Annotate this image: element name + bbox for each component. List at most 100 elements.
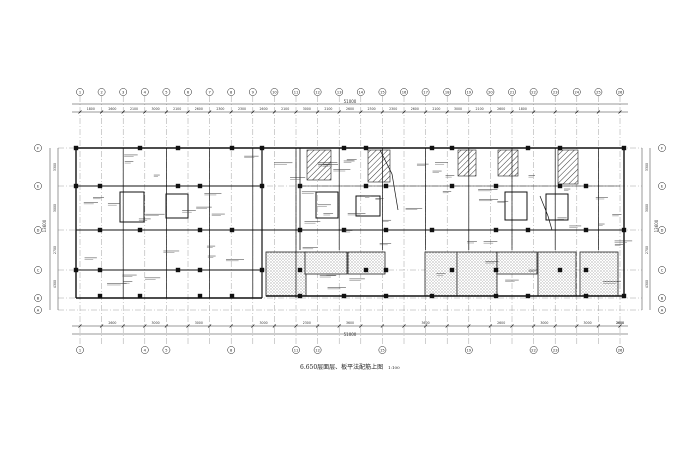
column: [197, 293, 203, 299]
grid-bubble-top: [270, 88, 279, 96]
grid-bubble-left-text: D: [37, 228, 40, 232]
grid-bubble-left-text: E: [37, 184, 40, 188]
dimension-tick: [359, 324, 363, 328]
grid-bubble-top: [292, 88, 300, 96]
column: [493, 183, 499, 189]
grid-bubble-top-text: 24: [575, 90, 580, 94]
dimension-text-top: 2100: [130, 107, 138, 111]
total-dimension-bottom: 51000: [344, 332, 357, 337]
grid-bubble-top-text: 8: [230, 90, 233, 94]
grid-bubble-bottom-text: 23: [553, 348, 558, 352]
column: [525, 145, 531, 151]
column: [229, 145, 235, 151]
grid-bubble-top: [76, 88, 84, 96]
dimension-tick: [294, 324, 298, 328]
dimension-text-bottom: 3000: [152, 321, 160, 325]
column: [449, 183, 455, 189]
column: [493, 293, 499, 299]
dimension-tick: [618, 110, 622, 114]
dimension-tick: [359, 110, 363, 114]
dimension-tick: [510, 110, 514, 114]
dimension-tick: [229, 110, 233, 114]
grid-bubble-top: [616, 88, 624, 96]
grid-bubble-bottom: [292, 346, 300, 354]
dimension-text-bottom: 2600: [616, 321, 624, 325]
dimension-text-top: 2300: [389, 107, 397, 111]
grid-bubble-top: [594, 88, 603, 96]
dimension-text-bottom: 3000: [260, 321, 268, 325]
grid-bubble-top: [572, 88, 581, 96]
dimension-tick: [121, 324, 125, 328]
stair-opening: [504, 191, 528, 221]
grid-bubble-top: [335, 88, 344, 96]
column: [429, 145, 435, 151]
grid-bubble-bottom: [162, 346, 171, 354]
grid-bubble-top-text: 9: [252, 90, 255, 94]
column: [97, 183, 103, 189]
grid-bubble-top: [248, 88, 257, 96]
dimension-text-bottom: 3000: [616, 321, 624, 325]
caption-title: 6.650层面层、板平法配筋上图: [300, 364, 384, 371]
dimension-text-bottom: 3000: [540, 321, 548, 325]
dimension-tick: [186, 324, 190, 328]
grid-bubble-bottom-text: 22: [531, 348, 536, 352]
dimension-tick: [229, 324, 233, 328]
column: [229, 227, 235, 233]
column: [557, 267, 563, 273]
dimension-tick: [143, 110, 147, 114]
grid-bubble-top-text: 13: [337, 90, 342, 94]
grid-bubble-bottom-text: 26: [618, 348, 623, 352]
column: [197, 227, 203, 233]
grid-bubble-top-text: 23: [553, 90, 558, 94]
grid-bubble-top-text: 6: [187, 90, 190, 94]
dimension-text-bottom: 2300: [303, 321, 311, 325]
dimension-tick: [575, 110, 579, 114]
column: [557, 183, 563, 189]
dimension-text-top: 2600: [195, 107, 203, 111]
dimension-text-top: 2600: [260, 107, 268, 111]
dimension-text-top: 2100: [476, 107, 484, 111]
column: [429, 227, 435, 233]
column: [97, 267, 103, 273]
grid-bubble-top: [313, 88, 322, 96]
grid-bubble-bottom: [313, 346, 322, 354]
grid-bubble-bottom-text: 5: [165, 348, 167, 352]
dimension-tick: [445, 324, 449, 328]
grid-bubble-bottom: [616, 346, 624, 354]
dimension-tick: [251, 324, 255, 328]
grid-bubble-right-text: C: [661, 268, 664, 272]
dimension-text-bottom: 3600: [422, 321, 430, 325]
grid-bubble-right-text: A: [661, 308, 664, 312]
dimension-text-right: 3000: [645, 204, 649, 212]
grid-bubble-left: [34, 294, 42, 302]
dimension-tick: [78, 324, 82, 328]
slab-hatch: [424, 251, 458, 297]
dimension-tick: [531, 324, 536, 328]
dimension-tick: [467, 324, 471, 328]
column: [259, 267, 265, 273]
dimension-text-top: 2100: [173, 107, 181, 111]
dimension-tick: [596, 110, 601, 114]
grid-bubble-left-text: B: [37, 296, 40, 300]
dimension-lines: 1800 2600 2100 3000 2100 2600 2300 2300 2600 2100…: [49, 103, 651, 335]
grid-bubble-left-text: C: [37, 268, 40, 272]
grid-bubble-bottom-text: 12: [315, 348, 320, 352]
grid-bubble-bottom-text: 19: [467, 348, 472, 352]
column: [175, 145, 181, 151]
stair-opening: [545, 193, 569, 221]
grid-bubble-top-text: 25: [596, 90, 601, 94]
column: [259, 183, 265, 189]
dimension-text-top: 1800: [87, 107, 95, 111]
dimension-text-bottom: 3000: [584, 321, 592, 325]
column: [383, 227, 389, 233]
dimension-tick: [510, 324, 514, 328]
grid-bubble-top-text: 4: [144, 90, 147, 94]
grid-bubble-right-text: E: [661, 184, 664, 188]
opening-hatch: [367, 149, 391, 183]
grid-bubble-right: [658, 266, 666, 274]
grid-bubble-bottom: [76, 346, 84, 354]
grid-bubble-top-text: 14: [359, 90, 364, 94]
column: [175, 267, 181, 273]
column: [73, 267, 79, 273]
grid-bubble-top-text: 17: [423, 90, 428, 94]
